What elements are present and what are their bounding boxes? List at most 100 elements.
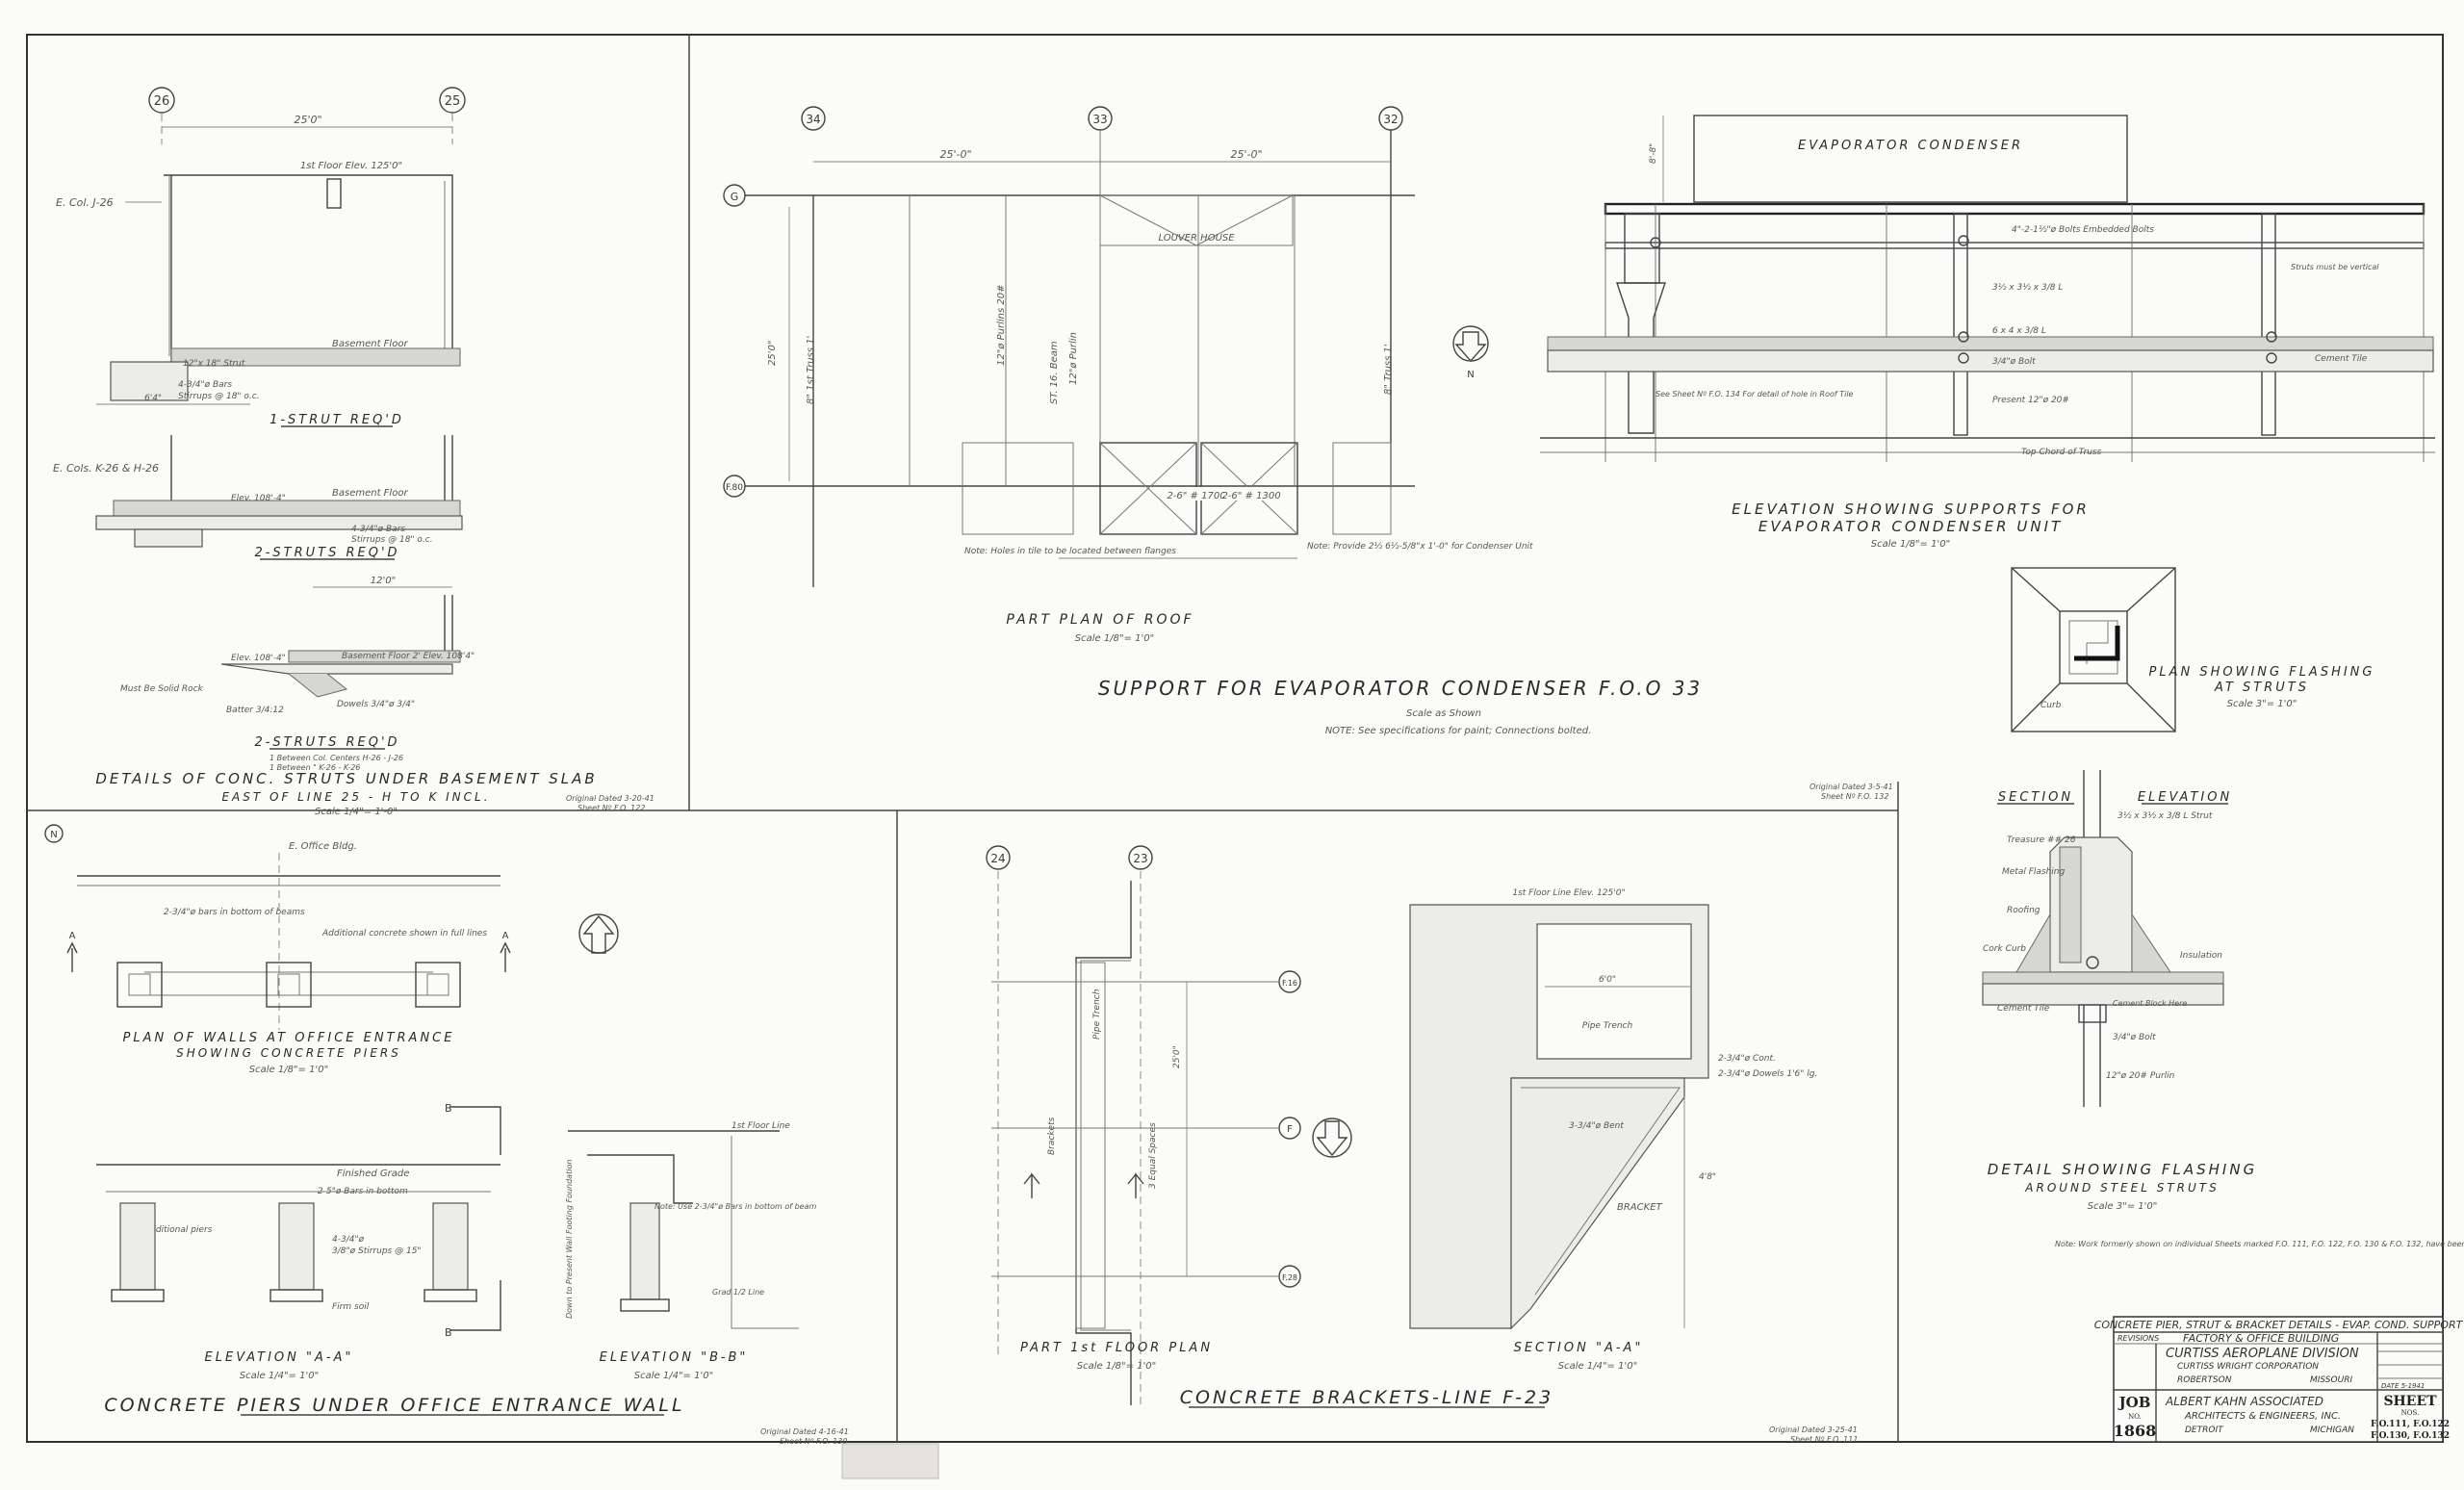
brackets-grid-24: 24 (990, 852, 1005, 865)
tb-revisions: REVISIONS (2118, 1334, 2159, 1343)
brackets-dim-6: 6'0" (1599, 975, 1616, 985)
piers-additional: Additional concrete shown in full lines (321, 929, 487, 938)
evap-scale: Scale 1/8"= 1'0" (1871, 539, 1950, 550)
evap-angle-2: 6 x 4 x 3/8 L (1992, 326, 2046, 336)
evap-heading: EVAPORATOR CONDENSER (1798, 139, 2023, 153)
purlins-label: 12"ø Purlins 20# (996, 285, 1007, 367)
evap-cement-tile: Cement Tile (2315, 354, 2368, 364)
piers-plan-caption-1: PLAN OF WALLS AT OFFICE ENTRANCE (123, 1031, 455, 1045)
brackets-cont: 2-3/4"ø Cont. (1718, 1054, 1776, 1064)
piers-stirrups: 3/8"ø Stirrups @ 15" (332, 1246, 422, 1256)
grid-label-26: 26 (154, 94, 170, 109)
svg-text:6'4": 6'4" (144, 394, 162, 403)
brackets-original-dated: Original Dated 3-25-41 (1769, 1426, 1858, 1434)
flash-cement-tile: Cement Tile (1997, 1004, 2050, 1014)
piers-bars-note: 2-3/4"ø bars in bottom of beams (164, 908, 305, 917)
roof-grid-33: 33 (1092, 113, 1107, 126)
evap-see-sheet: See Sheet Nº F.O. 134 For detail of hole… (1656, 390, 1854, 398)
section-scale: Scale 1/4"= 1'0" (1558, 1361, 1637, 1372)
evap-bolts: 4"-2-1½"ø Bolts Embedded Bolts (2012, 225, 2154, 235)
tb-date: DATE 5-1941 (2381, 1382, 2425, 1390)
tb-location: ROBERTSON (2177, 1375, 2232, 1385)
piers-bars-4: 4-3/4"ø (332, 1235, 365, 1245)
sheet-border (26, 34, 2444, 1443)
strut-dim-top: 25'0" (294, 114, 321, 126)
caption-strut-1: 1-STRUT REQ'D (270, 413, 404, 427)
tb-sheet-label: SHEET (2383, 1394, 2437, 1409)
brackets-label: Brackets (1047, 1117, 1057, 1155)
additional-piers: Additional piers (143, 1225, 213, 1235)
elev-note: Elev. 108'-4" (231, 494, 286, 503)
tb-job-no-label: NO. (2128, 1413, 2142, 1421)
roof-row-g: G (731, 191, 739, 203)
floor-scale: Scale 1/8"= 1'0" (1077, 1361, 1156, 1372)
evap-top-chord: Top Chord of Truss (2021, 448, 2102, 457)
basement-floor-2: Basement Floor (332, 488, 408, 499)
flash-plan-caption-1: PLAN SHOWING FLASHING (2149, 665, 2375, 680)
panel-roof-plan: 34 33 32 25'-0" 25'-0" G F.80 LOUVER HOU… (723, 106, 1533, 644)
panel-concrete-piers: N E. Office Bldg. 2-3/4"ø bars in bottom… (44, 824, 849, 1446)
tb-sheet-nos-1: F.O.111, F.O.122 (2371, 1420, 2450, 1429)
firm-soil: Firm soil (332, 1302, 370, 1312)
finished-grade: Finished Grade (337, 1169, 409, 1179)
piers-section-a-right: A (502, 931, 509, 941)
brackets-bent: 3-3/4"ø Bent (1569, 1121, 1624, 1131)
flash-roofing: Roofing (2007, 906, 2040, 915)
caption-strut-3: 2-STRUTS REQ'D (254, 735, 399, 750)
piers-section-b-bottom: B (445, 1326, 452, 1339)
flash-insulation: Insulation (2180, 951, 2222, 961)
title-block: CONCRETE PIER, STRUT & BRACKET DETAILS -… (2094, 1316, 2464, 1443)
tb-sheet-nos-label: NOS. (2401, 1409, 2420, 1417)
roof-dim-side: 25'0" (767, 341, 778, 366)
piers-plan-scale: Scale 1/8"= 1'0" (249, 1065, 328, 1075)
roof-note: Note: Holes in tile to be located betwee… (964, 547, 1176, 556)
tb-title: CONCRETE PIER, STRUT & BRACKET DETAILS -… (2094, 1319, 2464, 1331)
svg-text:4'8": 4'8" (1699, 1172, 1716, 1182)
main-original-dated: Original Dated 3-5-41 (1810, 783, 1893, 791)
stirrups-note: Stirrups @ 18" o.c. (178, 392, 260, 401)
panel-flashing-detail: SECTION ELEVATION 3½ x 3½ x 3/8 L Strut … (1982, 770, 2464, 1248)
tb-corp: CURTISS WRIGHT CORPORATION (2177, 1362, 2319, 1372)
roof-grid-34: 34 (806, 113, 820, 126)
flash-plan-scale: Scale 3"= 1'0" (2227, 699, 2297, 709)
strut-panel-scale: Scale 1/4"= 1'-0" (315, 807, 398, 817)
tb-sheet-nos-2: F.O.130, F.O.132 (2371, 1431, 2450, 1441)
tape-mark (841, 1443, 939, 1479)
flash-cement-block: Cement Block Here (2113, 999, 2187, 1008)
svg-text:8'-8": 8'-8" (1649, 143, 1658, 164)
truss-label-1: 8" 1st Truss 1' (806, 336, 816, 404)
bars-note: 4-3/4"ø Bars (178, 380, 232, 390)
flash-detail-caption-2: AROUND STEEL STRUTS (2024, 1181, 2219, 1195)
brackets-row-f28: F.28 (1282, 1273, 1297, 1282)
svg-text:Stirrups @ 18" o.c.: Stirrups @ 18" o.c. (351, 535, 433, 545)
roof-scale: Scale 1/8"= 1'0" (1075, 633, 1154, 644)
flash-section-label: SECTION (1998, 790, 2073, 805)
strut-dim-2: 12'0" (371, 576, 396, 586)
box-2-label: 2-6" # 1300 (1221, 491, 1280, 501)
piers-original-dated: Original Dated 4-16-41 (760, 1427, 849, 1436)
strut-panel-subtitle: EAST OF LINE 25 - H TO K INCL. (221, 790, 490, 804)
flash-elevation-label: ELEVATION (2138, 790, 2232, 805)
roof-grid-32: 32 (1383, 113, 1398, 126)
basement-floor-3: Basement Floor 2' Elev. 108'4" (342, 652, 475, 661)
flash-plan-caption-2: AT STRUTS (2214, 681, 2309, 695)
roof-caption: PART PLAN OF ROOF (1006, 612, 1194, 628)
basement-floor-label: Basement Floor (332, 339, 408, 349)
panel-evaporator-elevation: EVAPORATOR CONDENSER 8'-8" 4"-2-1½"ø Bol… (1540, 115, 2435, 550)
north-arrow-icon-3 (1312, 1118, 1352, 1158)
caption-3a: 1 Between Col. Centers H-26 - J-26 (270, 754, 403, 762)
tb-state-2: MICHIGAN (2310, 1426, 2354, 1435)
main-title: SUPPORT FOR EVAPORATOR CONDENSER F.O.O 3… (1098, 677, 1703, 700)
brackets-pipe-trench-2: Pipe Trench (1582, 1021, 1633, 1031)
section-caption: SECTION "A-A" (1514, 1341, 1644, 1355)
flash-angle: 3½ x 3½ x 3/8 L Strut (2118, 811, 2213, 821)
brackets-floor-line: 1st Floor Line Elev. 125'0" (1512, 888, 1625, 898)
bracket-label: BRACKET (1617, 1202, 1663, 1213)
evap-angle-1: 3½ x 3½ x 3/8 L (1992, 283, 2063, 293)
brackets-spaces: 3 Equal Spaces (1148, 1122, 1158, 1189)
elev-3: Elev. 108'-4" (231, 654, 286, 663)
tb-building: FACTORY & OFFICE BUILDING (2183, 1332, 2339, 1345)
piers-floor-line: 1st Floor Line (732, 1121, 790, 1131)
piers-plan-caption-2: SHOWING CONCRETE PIERS (176, 1046, 401, 1060)
